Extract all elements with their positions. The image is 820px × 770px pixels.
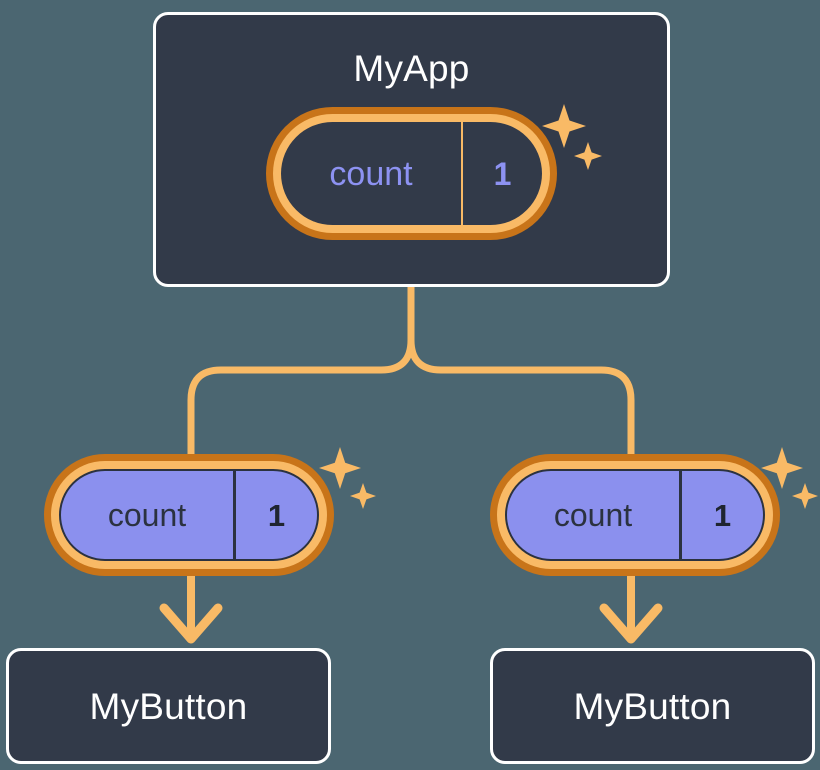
state-pill-branch-right[interactable]: count 1 <box>490 454 780 576</box>
state-pill-body-myapp: count 1 <box>281 122 542 225</box>
state-key-right: count <box>553 497 633 533</box>
state-pill-ring-right: count 1 <box>497 461 773 569</box>
sparkle-four-point-small-icon <box>792 483 818 509</box>
component-title-myapp: MyApp <box>353 48 470 89</box>
state-value-left: 1 <box>233 471 317 559</box>
state-key-myapp: count <box>329 154 413 193</box>
connector-to-right-branch <box>407 283 635 459</box>
state-pill-body-left: count 1 <box>59 469 319 561</box>
arrow-down-icon-left <box>159 603 223 644</box>
state-value-myapp: 1 <box>461 122 542 225</box>
state-pill-ring-left: count 1 <box>51 461 327 569</box>
sparkle-four-point-small-icon <box>350 483 376 509</box>
state-pill-body-right: count 1 <box>505 469 765 561</box>
state-key-left: count <box>107 497 187 533</box>
state-pill-branch-left[interactable]: count 1 <box>44 454 334 576</box>
arrow-down-icon-right <box>599 603 663 644</box>
state-pill-ring-myapp: count 1 <box>273 114 550 233</box>
component-box-mybutton-left[interactable]: MyButton <box>6 648 331 764</box>
connector-to-left-branch <box>187 283 415 459</box>
component-title-mybutton-right: MyButton <box>573 685 732 727</box>
state-value-right: 1 <box>679 471 763 559</box>
component-box-mybutton-right[interactable]: MyButton <box>490 648 815 764</box>
component-title-mybutton-left: MyButton <box>89 685 248 727</box>
state-pill-myapp[interactable]: count 1 <box>266 107 557 240</box>
